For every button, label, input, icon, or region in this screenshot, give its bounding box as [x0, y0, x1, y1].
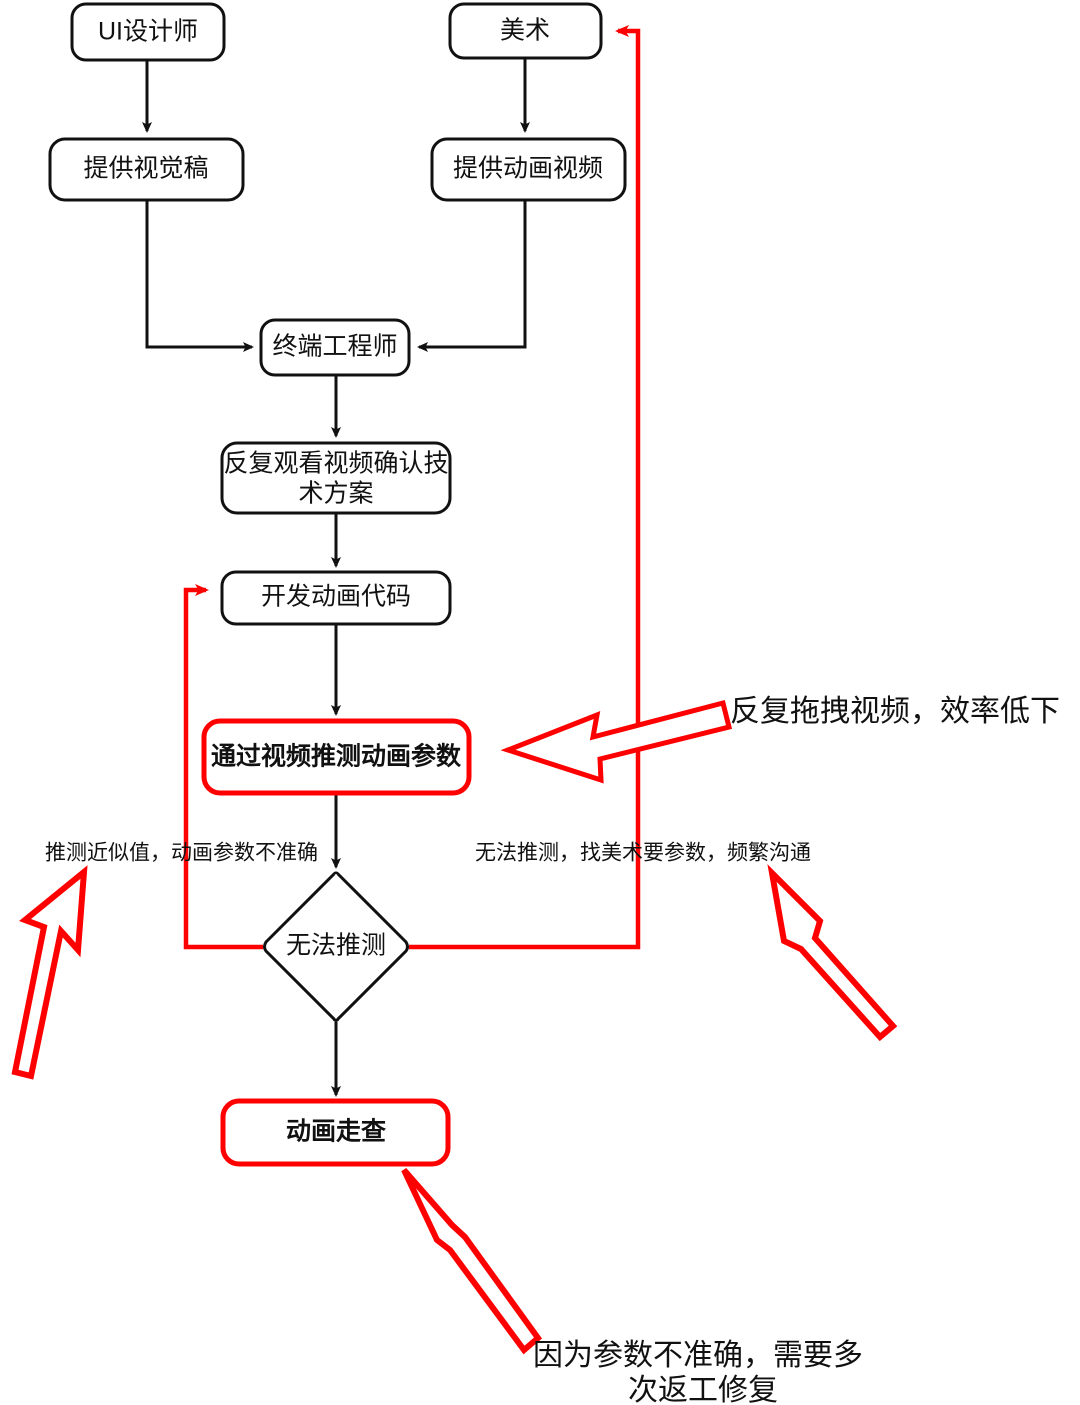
node-provide-visual-label: 提供视觉稿 — [83, 155, 208, 183]
callout-arrow-drag-video — [500, 699, 733, 784]
node-art-label: 美术 — [500, 17, 550, 45]
node-dev-code[interactable]: 开发动画代码 — [220, 570, 452, 626]
node-dev-code-label: 开发动画代码 — [261, 583, 411, 611]
node-client-engineer-label: 终端工程师 — [272, 333, 397, 361]
node-cannot-infer-label: 无法推测 — [286, 932, 386, 960]
connector-video-to-engineer — [417, 200, 527, 352]
callout-text-drag-video: 反复拖拽视频，效率低下 — [730, 695, 1060, 728]
node-ui-designer[interactable]: UI设计师 — [70, 2, 226, 62]
node-ui-designer-label: UI设计师 — [98, 18, 198, 46]
callout-arrow-rework — [401, 1168, 543, 1355]
red-loop-redevelop — [183, 584, 263, 950]
node-provide-video[interactable]: 提供动画视频 — [430, 137, 627, 202]
node-watch-video-label-line2: 术方案 — [298, 480, 373, 508]
node-provide-video-label: 提供动画视频 — [453, 155, 603, 183]
node-client-engineer[interactable]: 终端工程师 — [259, 318, 411, 377]
callout-text-rework-line1: 因为参数不准确，需要多 — [533, 1339, 863, 1372]
edge-label-approximate-values: 推测近似值，动画参数不准确 — [45, 842, 318, 865]
node-animation-review[interactable]: 动画走查 — [220, 1098, 451, 1167]
node-infer-params-label: 通过视频推测动画参数 — [211, 742, 462, 771]
callout-arrow-frequent-communication — [767, 864, 898, 1042]
connector-visual-to-engineer — [145, 200, 254, 352]
callout-arrow-approximate-values — [11, 865, 88, 1080]
node-infer-params[interactable]: 通过视频推测动画参数 — [201, 718, 472, 796]
edge-label-cannot-infer-ask-art: 无法推测，找美术要参数，频繁沟通 — [475, 842, 811, 865]
node-provide-visual[interactable]: 提供视觉稿 — [48, 137, 245, 202]
node-cannot-infer[interactable]: 无法推测 — [263, 871, 409, 1022]
callout-text-rework-line2: 次返工修复 — [628, 1374, 778, 1405]
node-animation-review-label: 动画走查 — [286, 1117, 386, 1146]
node-watch-video[interactable]: 反复观看视频确认技 术方案 — [220, 441, 452, 515]
red-loop-art-feedback — [409, 25, 641, 950]
node-art[interactable]: 美术 — [448, 2, 603, 60]
node-watch-video-label-line1: 反复观看视频确认技 — [223, 450, 448, 478]
